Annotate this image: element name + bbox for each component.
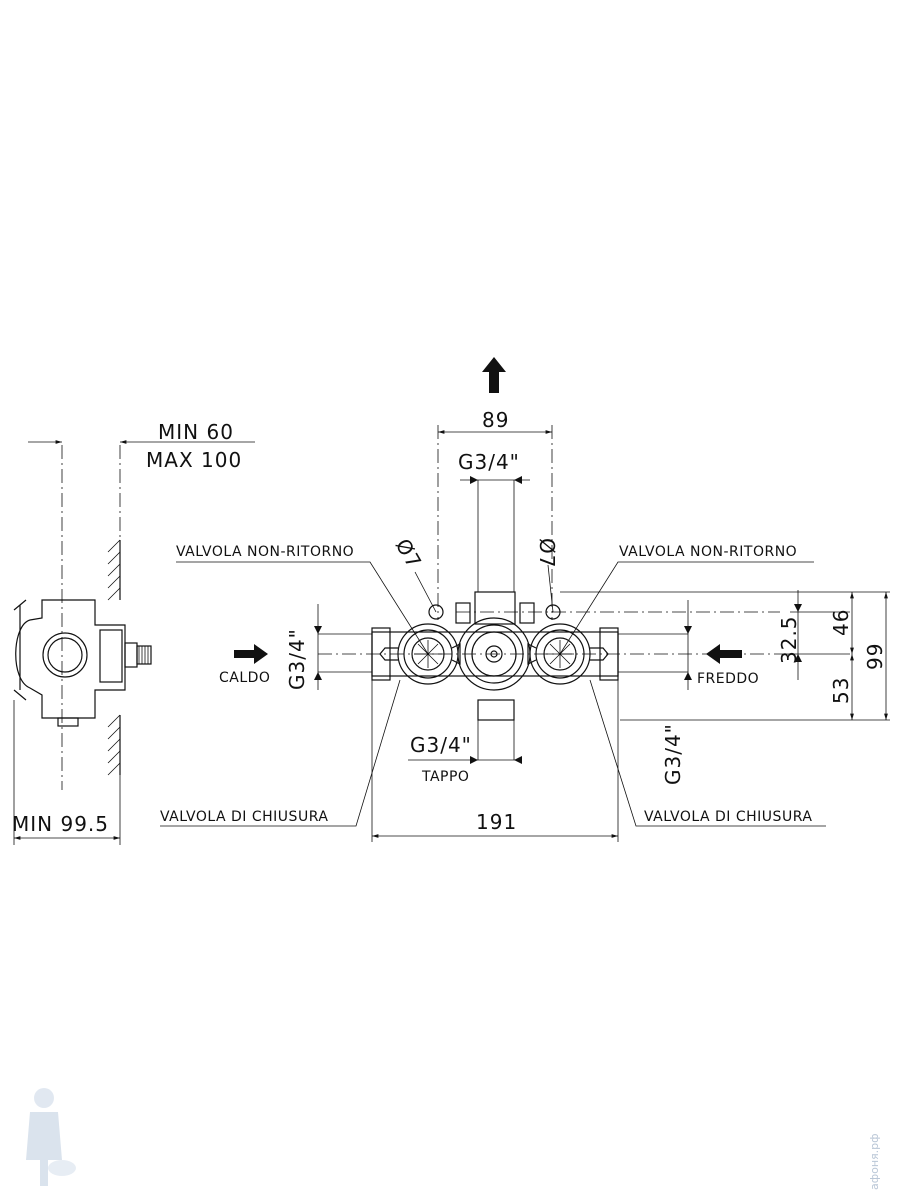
watermark-text: афоня.рф <box>868 1133 881 1190</box>
label-hot: CALDO <box>219 670 270 686</box>
flow-up-arrow-icon <box>482 357 506 393</box>
dim-min-depth: MIN 60 <box>158 420 234 444</box>
wall-hatch-top <box>107 539 121 601</box>
dim-right-outlet: G3/4" <box>661 723 685 785</box>
dim-min-width: MIN 99.5 <box>12 812 109 836</box>
dim-centers: 89 <box>482 408 509 432</box>
cold-inlet-arrow-icon <box>706 644 742 664</box>
dim-phi-left: Ø7 <box>391 535 427 573</box>
label-plug: TAPPO <box>421 769 469 785</box>
watermark-logo <box>26 1088 76 1186</box>
label-shutoff-right: VALVOLA DI CHIUSURA <box>644 809 812 825</box>
dim-bottom-plug: G3/4" <box>410 733 472 757</box>
hot-inlet-arrow-icon <box>234 644 268 664</box>
label-shutoff-left: VALVOLA DI CHIUSURA <box>160 809 328 825</box>
dim-width: 191 <box>476 810 517 834</box>
label-check-valve-left: VALVOLA NON-RITORNO <box>176 544 354 560</box>
label-cold: FREDDO <box>697 671 759 687</box>
dim-99: 99 <box>863 643 887 670</box>
dim-phi-right: Ø7 <box>535 538 559 568</box>
valve-body-side <box>13 599 152 727</box>
dim-32-5: 32.5 <box>777 615 801 664</box>
dim-53: 53 <box>829 677 853 704</box>
label-check-valve-right: VALVOLA NON-RITORNO <box>619 544 797 560</box>
dim-46: 46 <box>829 609 853 636</box>
dim-max-depth: MAX 100 <box>146 448 242 472</box>
mixer-body <box>371 591 619 721</box>
dim-left-inlet: G3/4" <box>285 628 309 690</box>
dim-top-outlet: G3/4" <box>458 450 520 474</box>
side-view: MIN 60 MAX 100 MIN 99.5 <box>12 420 255 845</box>
wall-hatch-bottom <box>107 714 121 776</box>
front-view: 89 G3/4" <box>160 357 890 842</box>
